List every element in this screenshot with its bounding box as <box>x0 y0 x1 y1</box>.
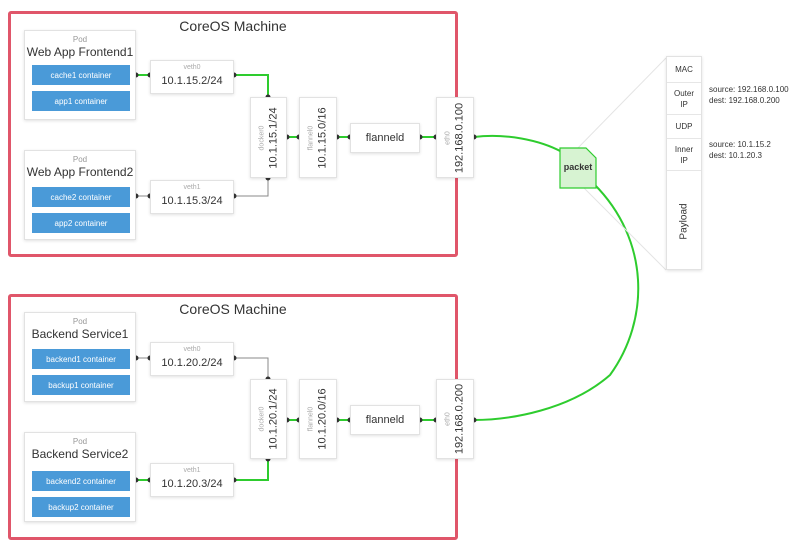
inner-ip-source: source: 10.1.15.2 <box>709 140 771 149</box>
wire-veth1-docker0 <box>234 178 269 197</box>
pod-label: Pod <box>72 317 88 326</box>
docker0-machine1: docker0 10.1.15.1/24 <box>250 97 287 178</box>
pod-backend-service2: Pod Backend Service2 backend2 container … <box>24 432 136 522</box>
stack-outer-ip: Outer IP <box>667 83 701 115</box>
veth-ip: 10.1.20.2/24 <box>161 357 223 369</box>
packet-label: packet <box>563 162 593 172</box>
path-eth0-packet <box>473 134 563 153</box>
flannel0-machine1: flannel0 10.1.15.0/16 <box>299 97 337 178</box>
inner-ip-dest: dest: 10.1.20.3 <box>709 151 762 160</box>
veth0-machine2: veth0 10.1.20.2/24 <box>150 342 234 376</box>
flanneld-machine1: flanneld <box>350 123 420 153</box>
pod-backend-service1: Pod Backend Service1 backend1 container … <box>24 312 136 402</box>
container-backend2: backend2 container <box>32 471 130 491</box>
outer-ip-details: source: 192.168.0.100 dest: 192.168.0.20… <box>709 84 789 106</box>
pod-label: Pod <box>72 437 88 446</box>
docker0-machine2: docker0 10.1.20.1/24 <box>250 379 287 459</box>
veth-label: veth0 <box>183 346 201 353</box>
veth0-machine1: veth0 10.1.15.2/24 <box>150 60 234 94</box>
stack-mac: MAC <box>667 57 701 83</box>
flannel0-machine2: flannel0 10.1.20.0/16 <box>299 379 337 459</box>
pod-label: Pod <box>72 155 88 164</box>
veth-label: veth1 <box>183 184 201 191</box>
pod-label: Pod <box>72 35 88 44</box>
header-leader-lines <box>573 57 667 271</box>
veth1-machine2: veth1 10.1.20.3/24 <box>150 463 234 497</box>
eth0-machine1: eth0 192.168.0.100 <box>436 97 474 178</box>
pod-name: Backend Service2 <box>31 447 129 461</box>
container-backend1: backend1 container <box>32 349 130 369</box>
container-cache1: cache1 container <box>32 65 130 85</box>
pod-web-app-frontend1: Pod Web App Frontend1 cache1 container a… <box>24 30 136 120</box>
veth-label: veth1 <box>183 467 201 474</box>
stack-payload: Payload <box>678 202 690 240</box>
outer-ip-source: source: 192.168.0.100 <box>709 85 789 94</box>
veth-ip: 10.1.15.2/24 <box>161 75 223 87</box>
veth-ip: 10.1.15.3/24 <box>161 195 223 207</box>
stack-inner-ip: Inner IP <box>667 139 701 171</box>
veth-label: veth0 <box>183 64 201 71</box>
inner-ip-details: source: 10.1.15.2 dest: 10.1.20.3 <box>709 139 771 161</box>
path-docker0-veth1-2 <box>234 459 269 481</box>
path-veth0-docker0 <box>234 74 269 97</box>
wire-veth0-docker0 <box>234 357 269 379</box>
veth-ip: 10.1.20.3/24 <box>161 478 223 490</box>
packet-icon <box>559 147 597 189</box>
machine-title: CoreOS Machine <box>179 301 287 317</box>
container-cache2: cache2 container <box>32 187 130 207</box>
outer-ip-dest: dest: 192.168.0.200 <box>709 96 780 105</box>
stack-udp: UDP <box>667 115 701 139</box>
eth0-machine2: eth0 192.168.0.200 <box>436 379 474 459</box>
path-packet-machine2 <box>473 183 640 421</box>
container-backup1: backup1 container <box>32 375 130 395</box>
flanneld-machine2: flanneld <box>350 405 420 435</box>
machine-title: CoreOS Machine <box>179 18 287 34</box>
pod-name: Backend Service1 <box>31 327 129 341</box>
veth1-machine1: veth1 10.1.15.3/24 <box>150 180 234 214</box>
container-backup2: backup2 container <box>32 497 130 517</box>
container-app1: app1 container <box>32 91 130 111</box>
pod-name: Web App Frontend2 <box>26 165 134 179</box>
pod-name: Web App Frontend1 <box>26 45 134 59</box>
container-app2: app2 container <box>32 213 130 233</box>
pod-web-app-frontend2: Pod Web App Frontend2 cache2 container a… <box>24 150 136 240</box>
packet-header-stack: MAC Outer IP UDP Inner IP Payload <box>666 56 702 270</box>
